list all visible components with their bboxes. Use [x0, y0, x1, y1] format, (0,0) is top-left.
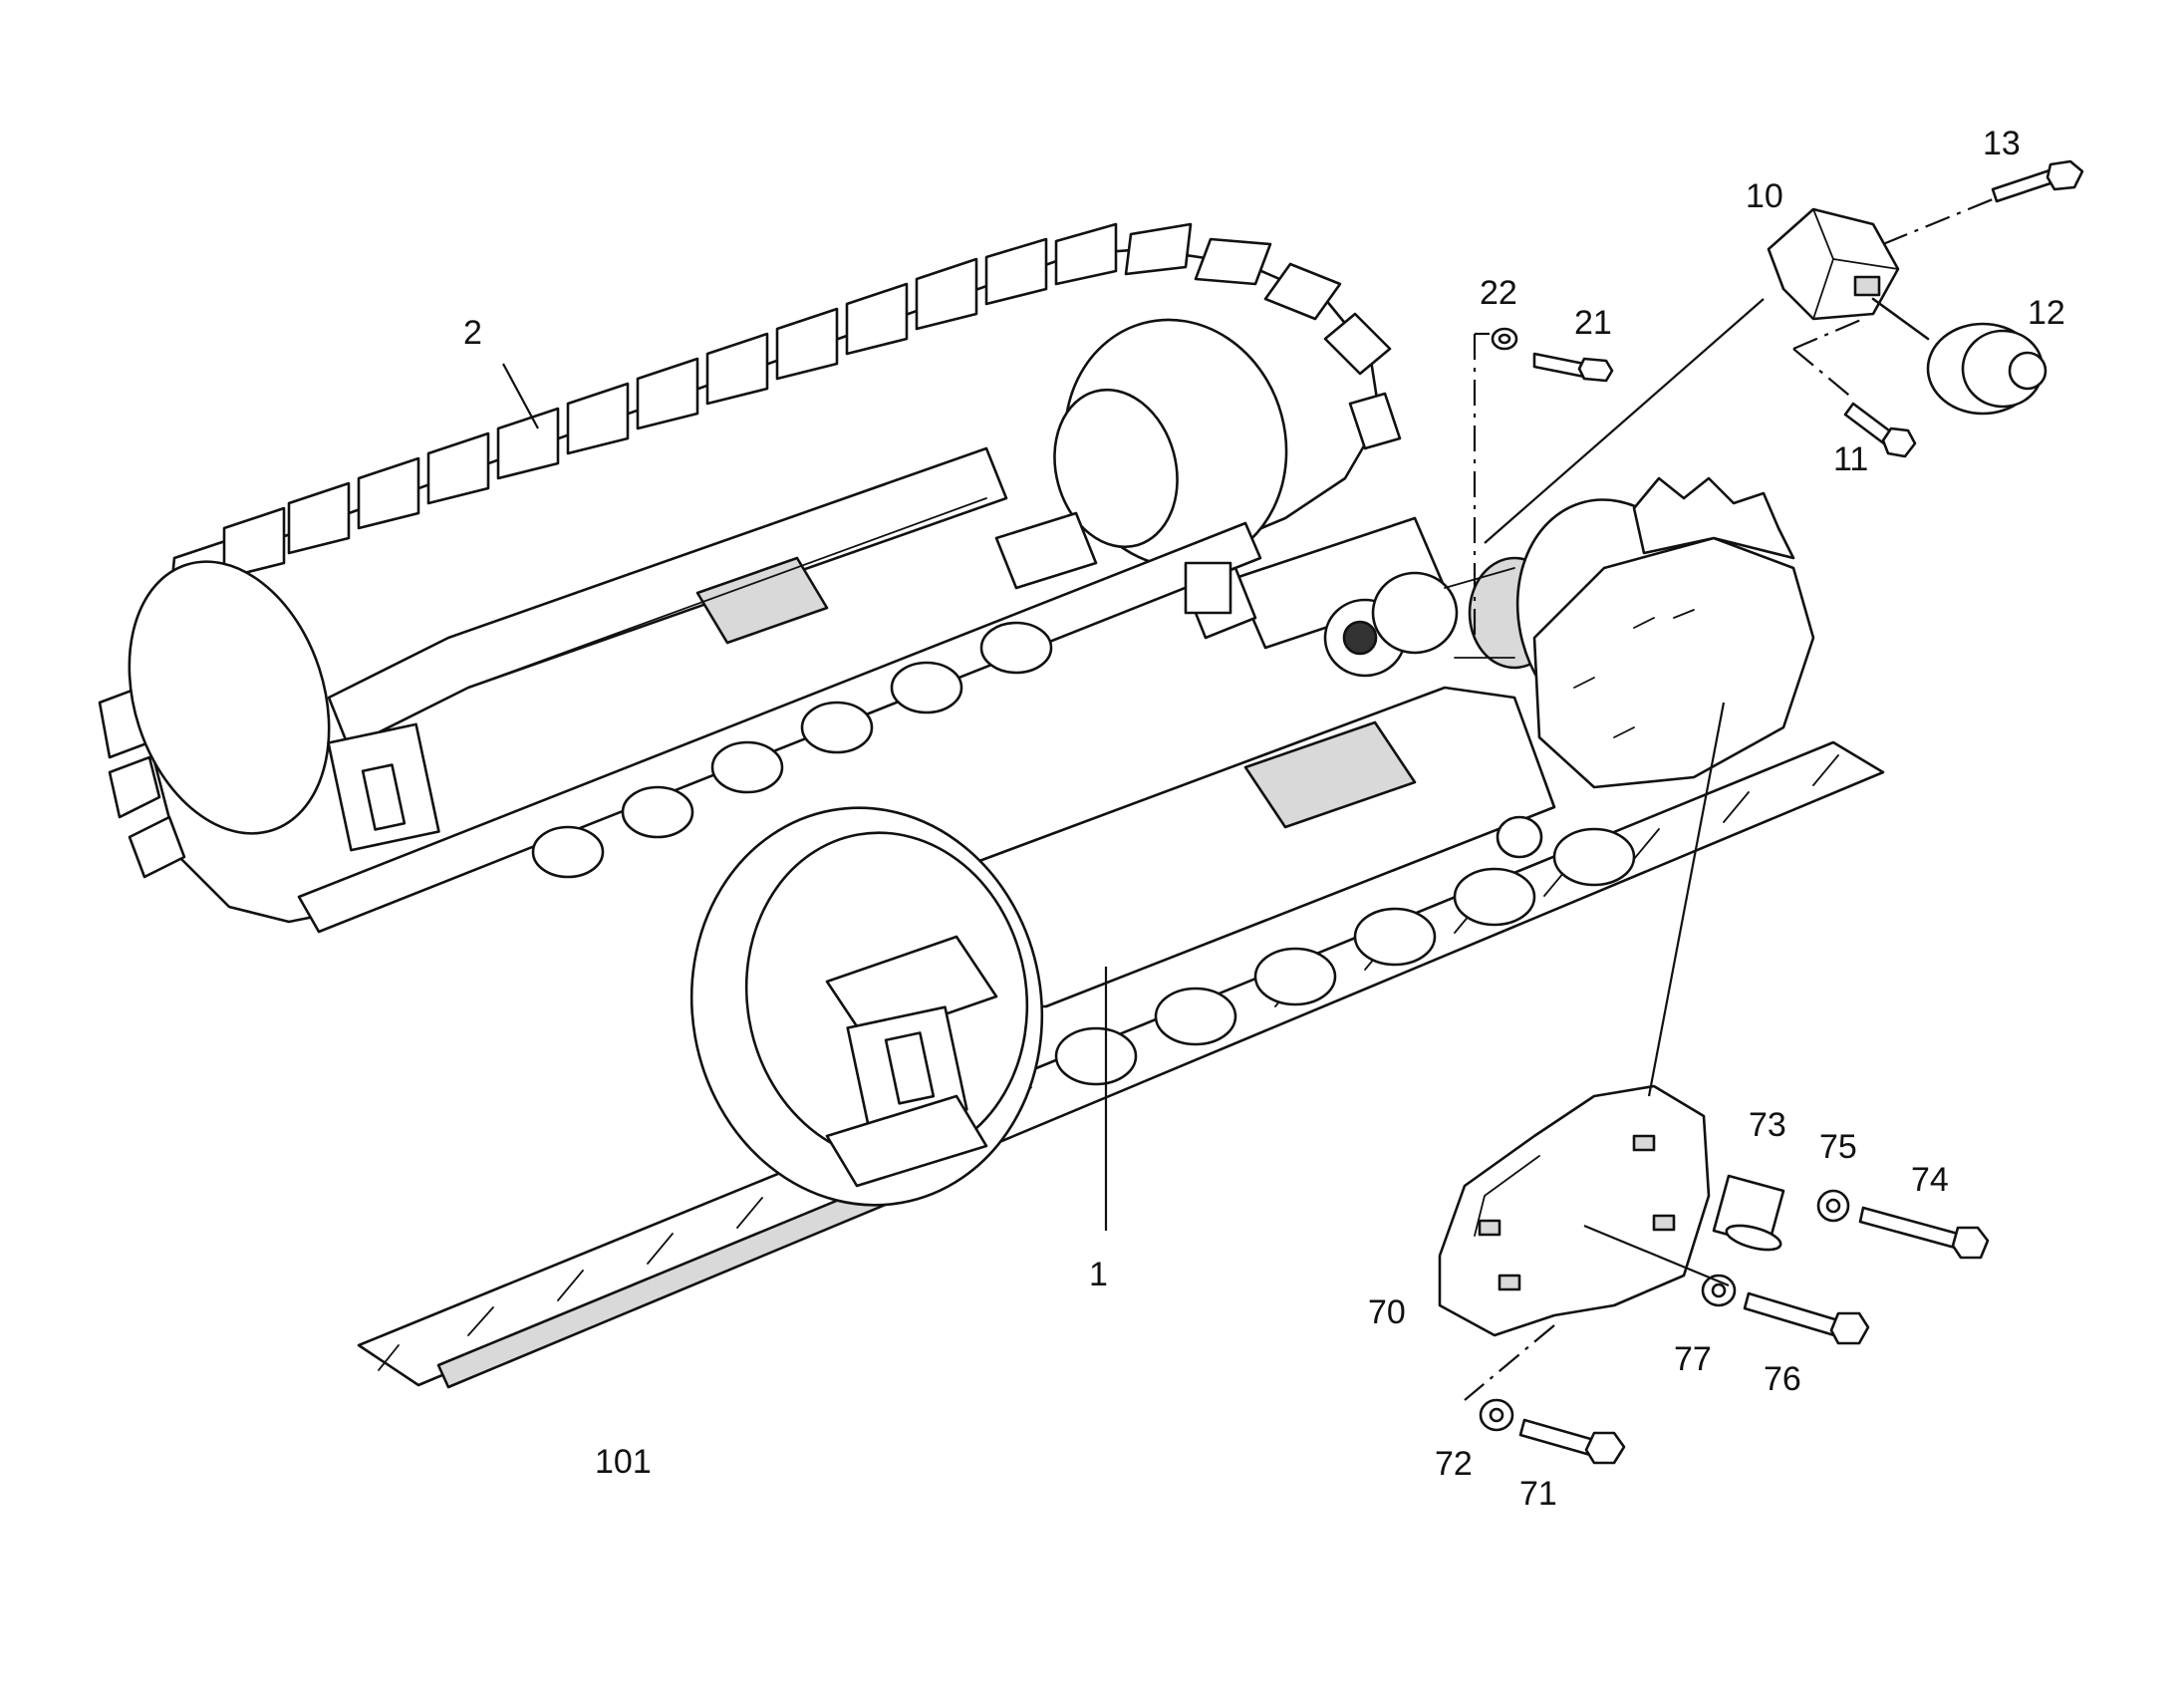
label-75: 75 — [1819, 1128, 1857, 1166]
part-22-washer — [1491, 327, 1518, 351]
part-12-roller — [1871, 297, 2048, 416]
label-11: 11 — [1833, 440, 1868, 478]
part-76-bolt — [1743, 1291, 1870, 1345]
label-74: 74 — [1911, 1161, 1949, 1199]
part-72-washer — [1479, 1398, 1514, 1432]
label-70: 70 — [1368, 1293, 1406, 1331]
label-2: 2 — [463, 314, 482, 352]
label-12: 12 — [2028, 294, 2065, 332]
label-1: 1 — [1089, 1256, 1108, 1293]
part-10-bracket — [1767, 207, 1900, 321]
label-101: 101 — [595, 1443, 652, 1481]
label-71: 71 — [1519, 1475, 1557, 1513]
part-labels: 2 1 101 22 21 10 13 12 11 70 73 75 74 77… — [463, 125, 2065, 1513]
drive-shaft-assembly — [994, 511, 1561, 678]
part-70-cover — [1438, 1084, 1711, 1337]
rear-track-grousers — [167, 222, 1402, 610]
label-21: 21 — [1574, 304, 1612, 342]
part-73-spacer — [1712, 1174, 1785, 1252]
part-77-washer — [1701, 1274, 1737, 1307]
part-11-bolt — [1843, 402, 1917, 458]
part-21-bolt — [1532, 352, 1614, 383]
part-13-bolt — [1991, 159, 2084, 203]
rear-track-assembly — [98, 222, 1402, 934]
front-track-assembly — [357, 476, 1885, 1389]
label-72: 72 — [1435, 1445, 1473, 1483]
label-76: 76 — [1764, 1360, 1801, 1398]
label-22: 22 — [1480, 274, 1517, 312]
part-74-bolt — [1858, 1206, 1990, 1260]
label-73: 73 — [1749, 1106, 1786, 1144]
part-71-bolt — [1518, 1418, 1626, 1465]
label-10: 10 — [1746, 177, 1783, 215]
part-75-washer — [1816, 1189, 1850, 1223]
label-77: 77 — [1674, 1340, 1712, 1378]
label-13: 13 — [1983, 125, 2021, 162]
